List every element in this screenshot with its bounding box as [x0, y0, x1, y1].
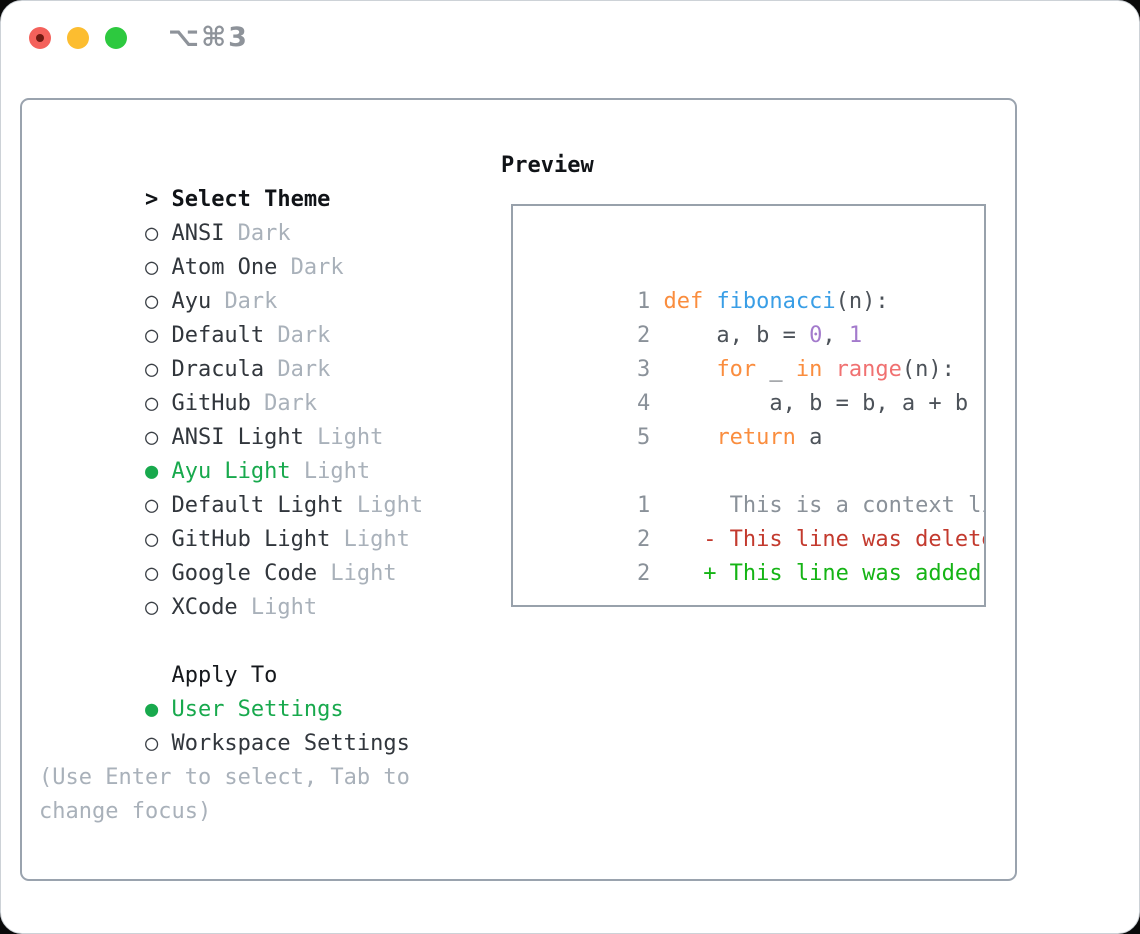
line-number: 2 [636, 323, 651, 348]
hint-text-line1: (Use Enter to select, Tab to [39, 765, 410, 790]
cursor-caret-icon: > [144, 187, 159, 212]
radio-icon: ○ [144, 391, 159, 416]
line-number: 3 [636, 357, 651, 382]
radio-icon: ○ [144, 493, 159, 518]
diff-deleted-line: 2-This line was deleted. [531, 489, 984, 552]
preview-header: Preview [501, 153, 594, 178]
radio-selected-icon: ● [144, 697, 159, 722]
variant-tag: Dark [224, 289, 278, 314]
radio-icon: ○ [144, 357, 159, 382]
line-number: 1 [636, 289, 651, 314]
radio-icon: ○ [144, 221, 159, 246]
apply-option-user-settings[interactable]: ●User Settings [39, 659, 423, 722]
code-line: 5 return a [531, 387, 984, 450]
window-title-shortcut: ⌥⌘3 [168, 22, 249, 53]
line-number: 2 [636, 561, 651, 586]
variant-tag: Dark [277, 323, 331, 348]
select-theme-header: > Select Theme [39, 149, 423, 212]
hint-text-line2: change focus) [39, 799, 212, 824]
radio-icon: ○ [144, 527, 159, 552]
apply-to-label: Apply To [171, 663, 278, 688]
variant-tag: Light [356, 493, 424, 518]
radio-icon: ○ [144, 289, 159, 314]
line-number: 2 [636, 527, 651, 552]
plus-icon: + [703, 561, 717, 586]
variant-tag: Light [330, 561, 397, 586]
radio-icon: ○ [144, 323, 159, 348]
variant-tag: Dark [264, 391, 318, 416]
diff-added-line: 2+This line was added. [531, 523, 984, 586]
code-line: 4 a, b = b, a + b [531, 353, 984, 416]
minimize-button[interactable] [67, 27, 89, 49]
variant-tag: Light [343, 527, 410, 552]
radio-selected-icon: ● [144, 459, 159, 484]
radio-icon: ○ [144, 731, 159, 756]
record-dot-icon [36, 34, 44, 42]
radio-icon: ○ [144, 561, 159, 586]
radio-icon: ○ [144, 255, 159, 280]
radio-icon: ○ [144, 425, 159, 450]
code-line: 2 a, b = 0, 1 [531, 285, 984, 348]
line-number: 1 [636, 493, 651, 518]
select-theme-label: Select Theme [171, 187, 331, 212]
variant-tag: Light [317, 425, 384, 450]
title-bar: ⌥⌘3 [1, 1, 1139, 75]
line-number: 5 [636, 425, 651, 450]
variant-tag: Light [250, 595, 318, 620]
variant-tag: Dark [237, 221, 291, 246]
variant-tag: Dark [290, 255, 344, 280]
line-number: 4 [636, 391, 651, 416]
apply-to-header: Apply To [39, 625, 423, 688]
minus-icon: - [703, 527, 717, 552]
variant-tag: Light [303, 459, 371, 484]
variant-tag: Dark [277, 357, 331, 382]
apply-option-workspace-settings[interactable]: ○Workspace Settings [39, 693, 423, 756]
code-line: 3 for _ in range(n): [531, 319, 984, 382]
maximize-button[interactable] [105, 27, 127, 49]
close-button[interactable] [29, 27, 51, 49]
radio-icon: ○ [144, 595, 159, 620]
